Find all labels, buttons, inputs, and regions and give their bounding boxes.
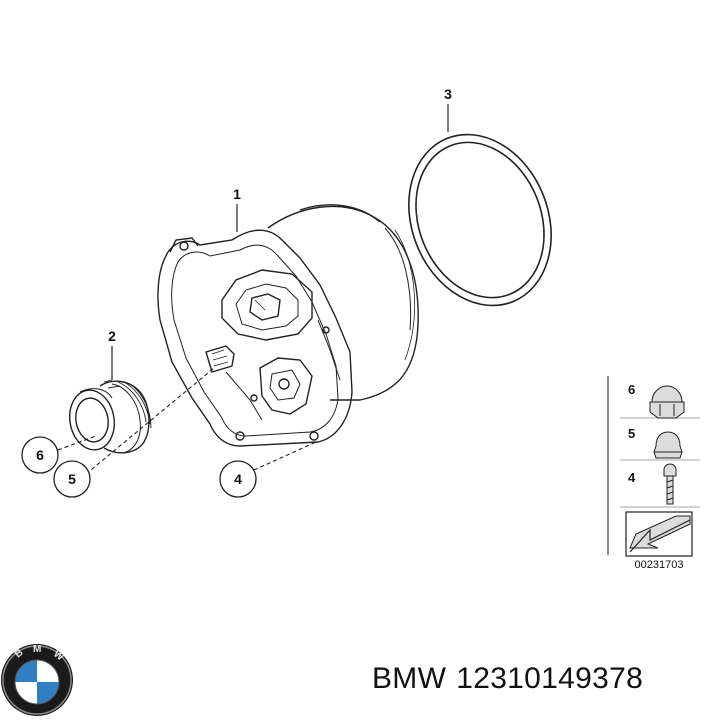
callout-6-label: 6 (36, 447, 44, 463)
callout-4-label: 4 (234, 471, 242, 487)
dashed-leaders (57, 367, 317, 475)
callout-2: 2 (108, 328, 116, 344)
part-number: 12310149378 (456, 662, 644, 695)
pulley (69, 379, 152, 454)
callout-3: 3 (444, 86, 452, 102)
callout-1: 1 (233, 186, 241, 202)
legend-number-5: 5 (628, 426, 635, 441)
alternator-housing (157, 204, 419, 447)
screw-icon (663, 463, 677, 505)
bmw-logo: B M W (1, 644, 73, 716)
part-caption: BMW 12310149378 (372, 662, 717, 696)
svg-text:M: M (33, 644, 41, 655)
brand-name: BMW (372, 662, 447, 695)
seal-ring (408, 133, 552, 307)
section-arrow-icon (625, 511, 693, 557)
leader-lines (111, 104, 449, 380)
callout-5-label: 5 (68, 471, 76, 487)
cap-nut-icon (649, 385, 685, 419)
callout-6: 6 (21, 436, 59, 474)
legend-number-6: 6 (628, 382, 635, 397)
diagram-id: 00231703 (635, 559, 684, 571)
cap-icon (653, 431, 683, 459)
callout-5: 5 (53, 460, 91, 498)
legend-panel: 6 5 4 00231703 (607, 376, 700, 571)
callout-4: 4 (219, 460, 257, 498)
legend-number-4: 4 (628, 470, 636, 485)
